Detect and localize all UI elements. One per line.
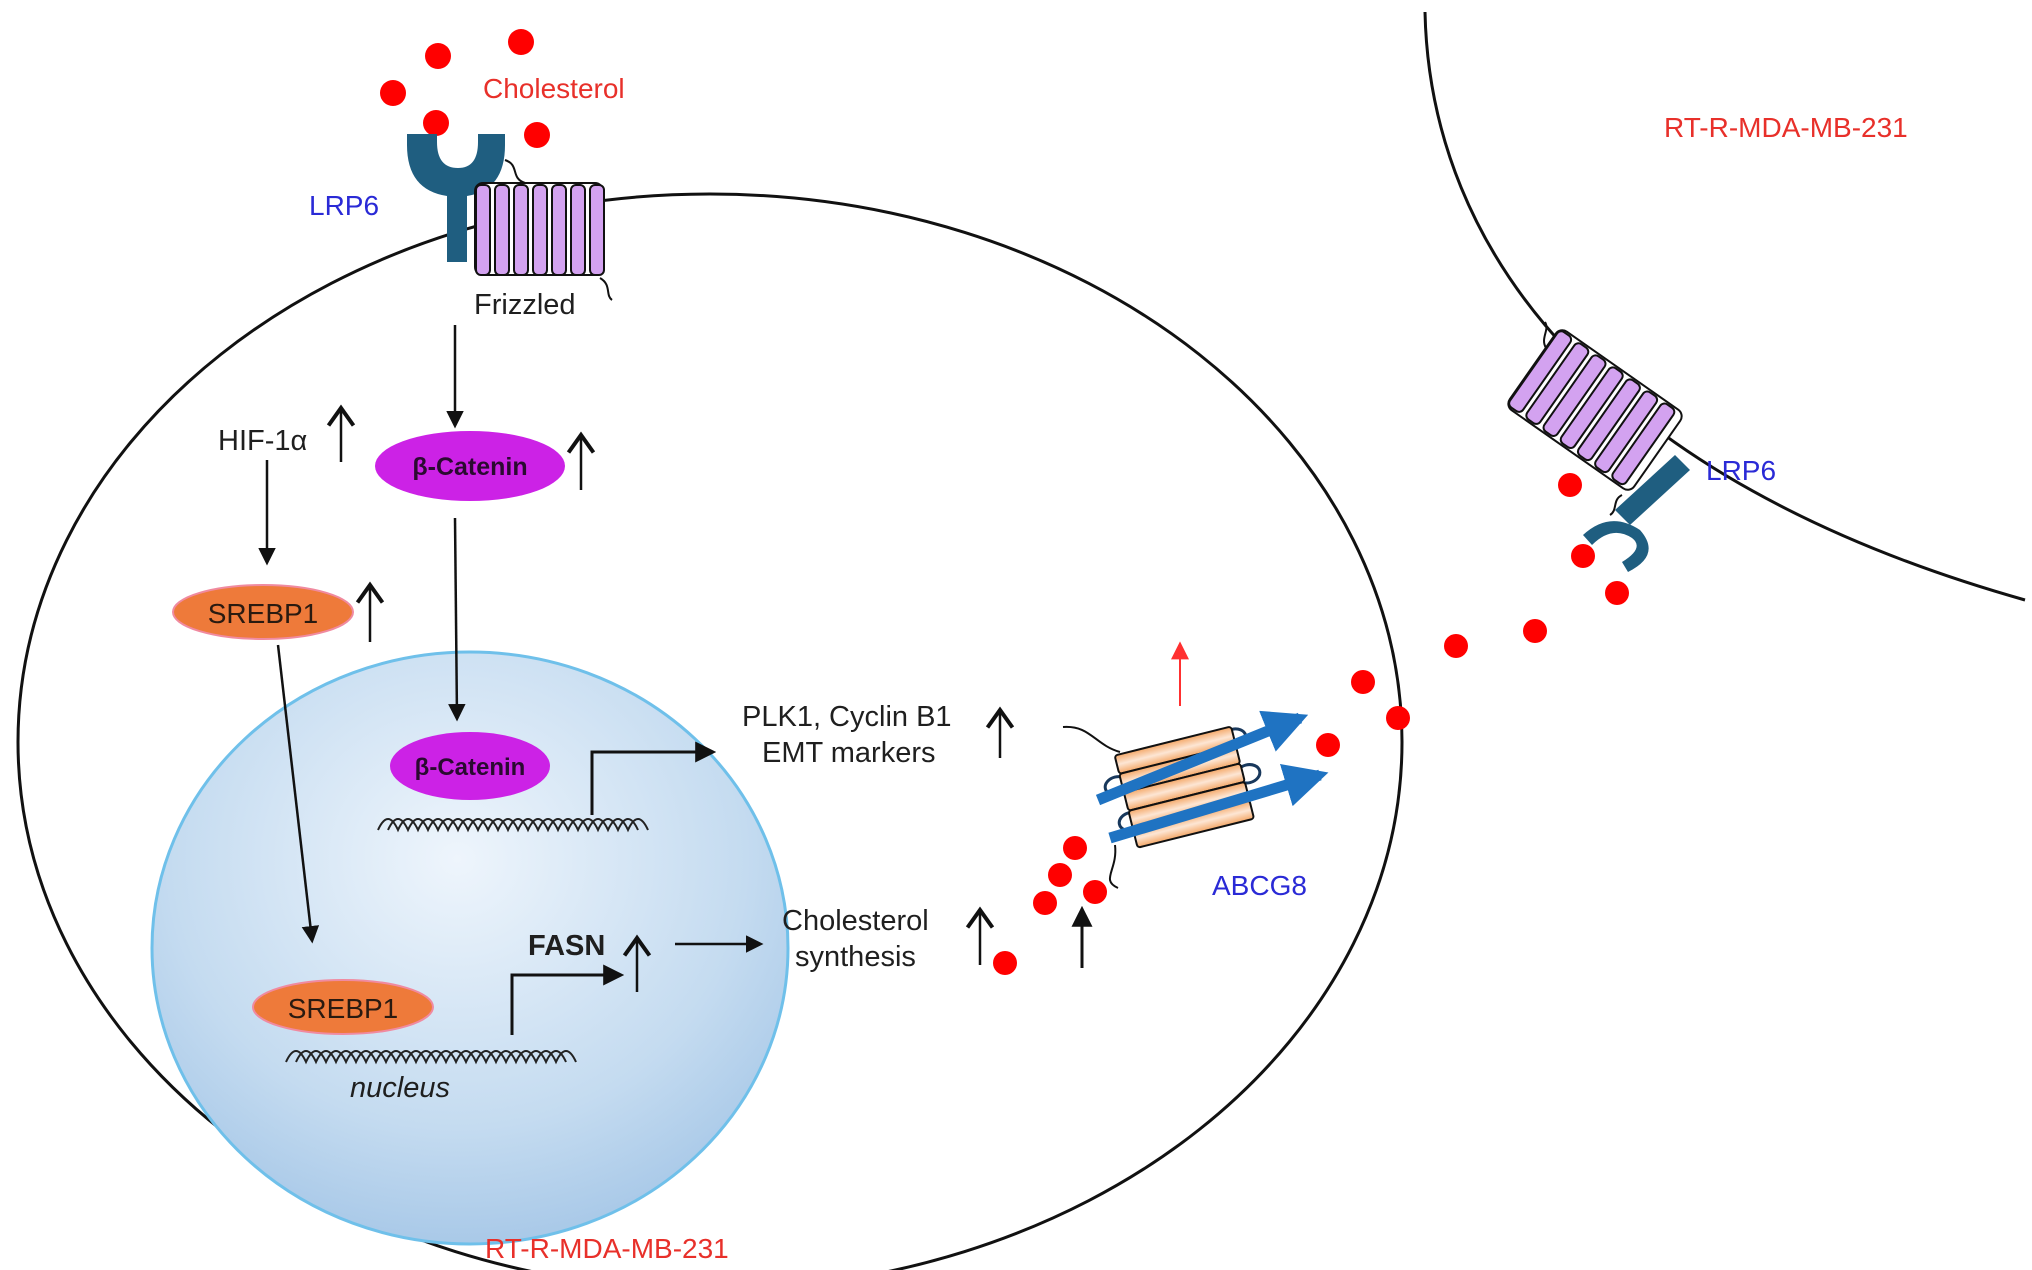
chol-synth-label-line1: Cholesterol [782,905,929,937]
cell-label-right: RT-R-MDA-MB-231 [1664,112,1908,143]
efflux-arrow-lower [1108,764,1329,844]
nucleus-label: nucleus [350,1072,450,1104]
lrp6-receptor-left [407,134,505,262]
frizzled-label: Frizzled [474,289,576,321]
srebp1-cytoplasm [172,584,354,640]
cholesterol-cluster-top [380,29,550,148]
srebp1-nucleus [252,979,434,1035]
lrp6-label-right: LRP6 [1706,455,1776,486]
frizzled-receptor-right [1507,329,1683,491]
abcg8-label: ABCG8 [1212,870,1307,901]
beta-catenin-nucleus [390,732,550,800]
dna-strand-lower [285,1050,577,1065]
fasn-label: FASN [528,930,605,962]
beta-catenin-nucleus-label: β-Catenin [415,754,526,781]
dna-strand-upper [377,818,649,833]
frizzled-receptor-left [474,182,605,276]
cell-membrane-left [16,192,1404,1270]
beta-catenin-cytoplasm-label: β-Catenin [412,453,527,481]
hif1a-label: HIF-1α [218,425,307,457]
cholesterol-label: Cholesterol [483,73,625,104]
chol-synth-label-line2: synthesis [795,941,916,973]
efflux-arrow-upper [1095,710,1309,806]
transcription-arrow-fasn [510,964,625,1035]
cholesterol-trail-extracellular [1316,473,1629,757]
arrow-srebp1-to-nucleus [276,644,320,944]
cell-label-left: RT-R-MDA-MB-231 [485,1233,729,1264]
srebp1-cytoplasm-label: SREBP1 [208,598,319,629]
nucleus [150,650,790,1246]
cholesterol-cluster-intracellular [993,836,1107,975]
targets-label-line2: EMT markers [762,737,935,769]
lrp6-receptor-right [1583,455,1690,572]
beta-catenin-cytoplasm [375,431,565,501]
srebp1-nucleus-label: SREBP1 [288,993,399,1024]
lrp6-label-left: LRP6 [309,190,379,221]
targets-label-line1: PLK1, Cyclin B1 [742,701,952,733]
cell-membrane-right [1423,11,2026,602]
transcription-arrow-catenin [590,741,717,815]
arrow-catenin-to-nucleus [448,517,466,722]
